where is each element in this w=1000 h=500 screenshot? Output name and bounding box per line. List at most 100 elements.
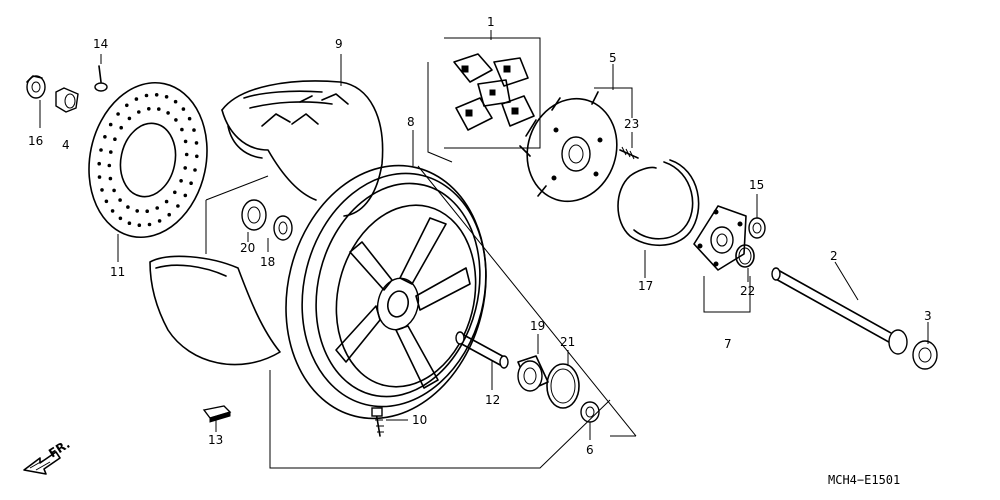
disc-hole xyxy=(174,118,178,122)
disc-hole xyxy=(167,212,171,217)
disc-hole xyxy=(180,127,184,132)
disc-hole xyxy=(137,223,142,227)
disc-hole xyxy=(104,199,109,204)
dust-seal-right xyxy=(546,363,580,409)
callout-21: 21 xyxy=(560,335,575,349)
distance-collar xyxy=(455,331,509,369)
callout-6: 6 xyxy=(586,443,594,457)
hub-flange xyxy=(693,205,747,271)
callout-16: 16 xyxy=(28,134,43,148)
balance-weight xyxy=(202,405,232,423)
disc-hole xyxy=(157,107,161,111)
disc-hole xyxy=(179,179,183,183)
disc-hole xyxy=(164,199,169,204)
disc-hole xyxy=(125,103,129,108)
disc-hole xyxy=(183,193,188,198)
front-direction-arrow: FR. xyxy=(23,437,72,475)
disc-hole xyxy=(108,176,113,181)
disc-hole xyxy=(119,125,123,130)
disc-hole xyxy=(112,188,116,193)
bearing-left xyxy=(241,199,267,231)
disc-hole xyxy=(135,209,139,213)
o-ring xyxy=(735,244,755,268)
disc-hole xyxy=(181,107,186,111)
disc-hole xyxy=(164,95,169,99)
disc-hole xyxy=(187,116,192,121)
side-collar xyxy=(748,217,766,239)
callout-15: 15 xyxy=(749,178,764,192)
callout-2: 2 xyxy=(830,249,838,263)
disc-hole xyxy=(97,161,101,166)
callout-19: 19 xyxy=(530,319,545,333)
callout-3: 3 xyxy=(924,309,932,323)
disc-hole xyxy=(173,99,178,104)
disc-hole xyxy=(118,216,123,221)
disc-hole xyxy=(195,154,199,159)
disc-hole xyxy=(157,219,162,223)
disc-hole xyxy=(183,139,188,144)
callout-18: 18 xyxy=(260,255,275,269)
disc-hole xyxy=(110,209,115,213)
callout-9: 9 xyxy=(335,37,343,51)
callout-13: 13 xyxy=(208,433,223,447)
tyre xyxy=(149,80,384,366)
callout-4: 4 xyxy=(62,138,70,152)
disc-hole xyxy=(194,141,199,145)
disc-hole xyxy=(155,206,159,210)
group-outlines xyxy=(205,62,751,469)
disc-hole xyxy=(113,137,117,141)
leader-lines xyxy=(39,30,929,440)
callout-22: 22 xyxy=(740,284,755,298)
disc-hole xyxy=(166,111,170,115)
disc-bolt xyxy=(94,65,108,92)
disc-hole xyxy=(147,222,152,227)
disc-hole xyxy=(126,205,130,209)
diagram-code: MCH4−E1501 xyxy=(828,473,900,487)
callout-12: 12 xyxy=(485,393,500,407)
brake-disc xyxy=(88,81,208,239)
callout-20: 20 xyxy=(240,241,255,255)
disc-hole xyxy=(108,122,113,127)
disc-hole xyxy=(99,148,103,152)
disc-hole xyxy=(176,204,180,208)
bearing-right xyxy=(517,355,549,392)
damper-set xyxy=(444,37,541,149)
axle-nut xyxy=(26,75,46,99)
callout-10: 10 xyxy=(412,413,427,427)
disc-hole xyxy=(116,112,120,116)
disc-hole xyxy=(127,116,132,121)
dust-seal-left xyxy=(273,215,293,241)
retaining-ring xyxy=(617,159,700,246)
disc-hole xyxy=(183,166,187,170)
collar xyxy=(55,87,79,113)
callout-7: 7 xyxy=(724,337,732,351)
rear-axle xyxy=(771,267,908,355)
axle-cap-nut xyxy=(912,340,938,370)
disc-hole xyxy=(193,168,197,172)
disc-hole xyxy=(144,93,149,98)
disc-hole xyxy=(173,190,177,195)
disc-hole xyxy=(145,209,149,213)
disc-hole xyxy=(103,135,107,139)
disc-hole xyxy=(184,152,189,157)
disc-hole xyxy=(189,181,193,185)
callout-labels: 1 2 3 4 5 6 7 8 9 10 11 12 13 14 15 16 1… xyxy=(28,15,932,457)
callout-14: 14 xyxy=(93,37,108,51)
air-valve xyxy=(371,407,384,437)
driven-flange xyxy=(519,91,618,203)
disc-hole xyxy=(147,107,151,111)
disc-hole xyxy=(100,188,104,192)
stud-bolt xyxy=(619,146,639,160)
callout-17: 17 xyxy=(638,279,653,293)
disc-hole xyxy=(192,128,196,132)
disc-hole xyxy=(127,221,132,225)
disc-hole xyxy=(118,198,122,202)
callout-5: 5 xyxy=(609,51,617,65)
callout-23: 23 xyxy=(624,117,639,131)
disc-hole xyxy=(107,163,112,168)
callout-1: 1 xyxy=(487,15,495,29)
disc-hole xyxy=(154,93,159,97)
callout-8: 8 xyxy=(407,115,415,129)
